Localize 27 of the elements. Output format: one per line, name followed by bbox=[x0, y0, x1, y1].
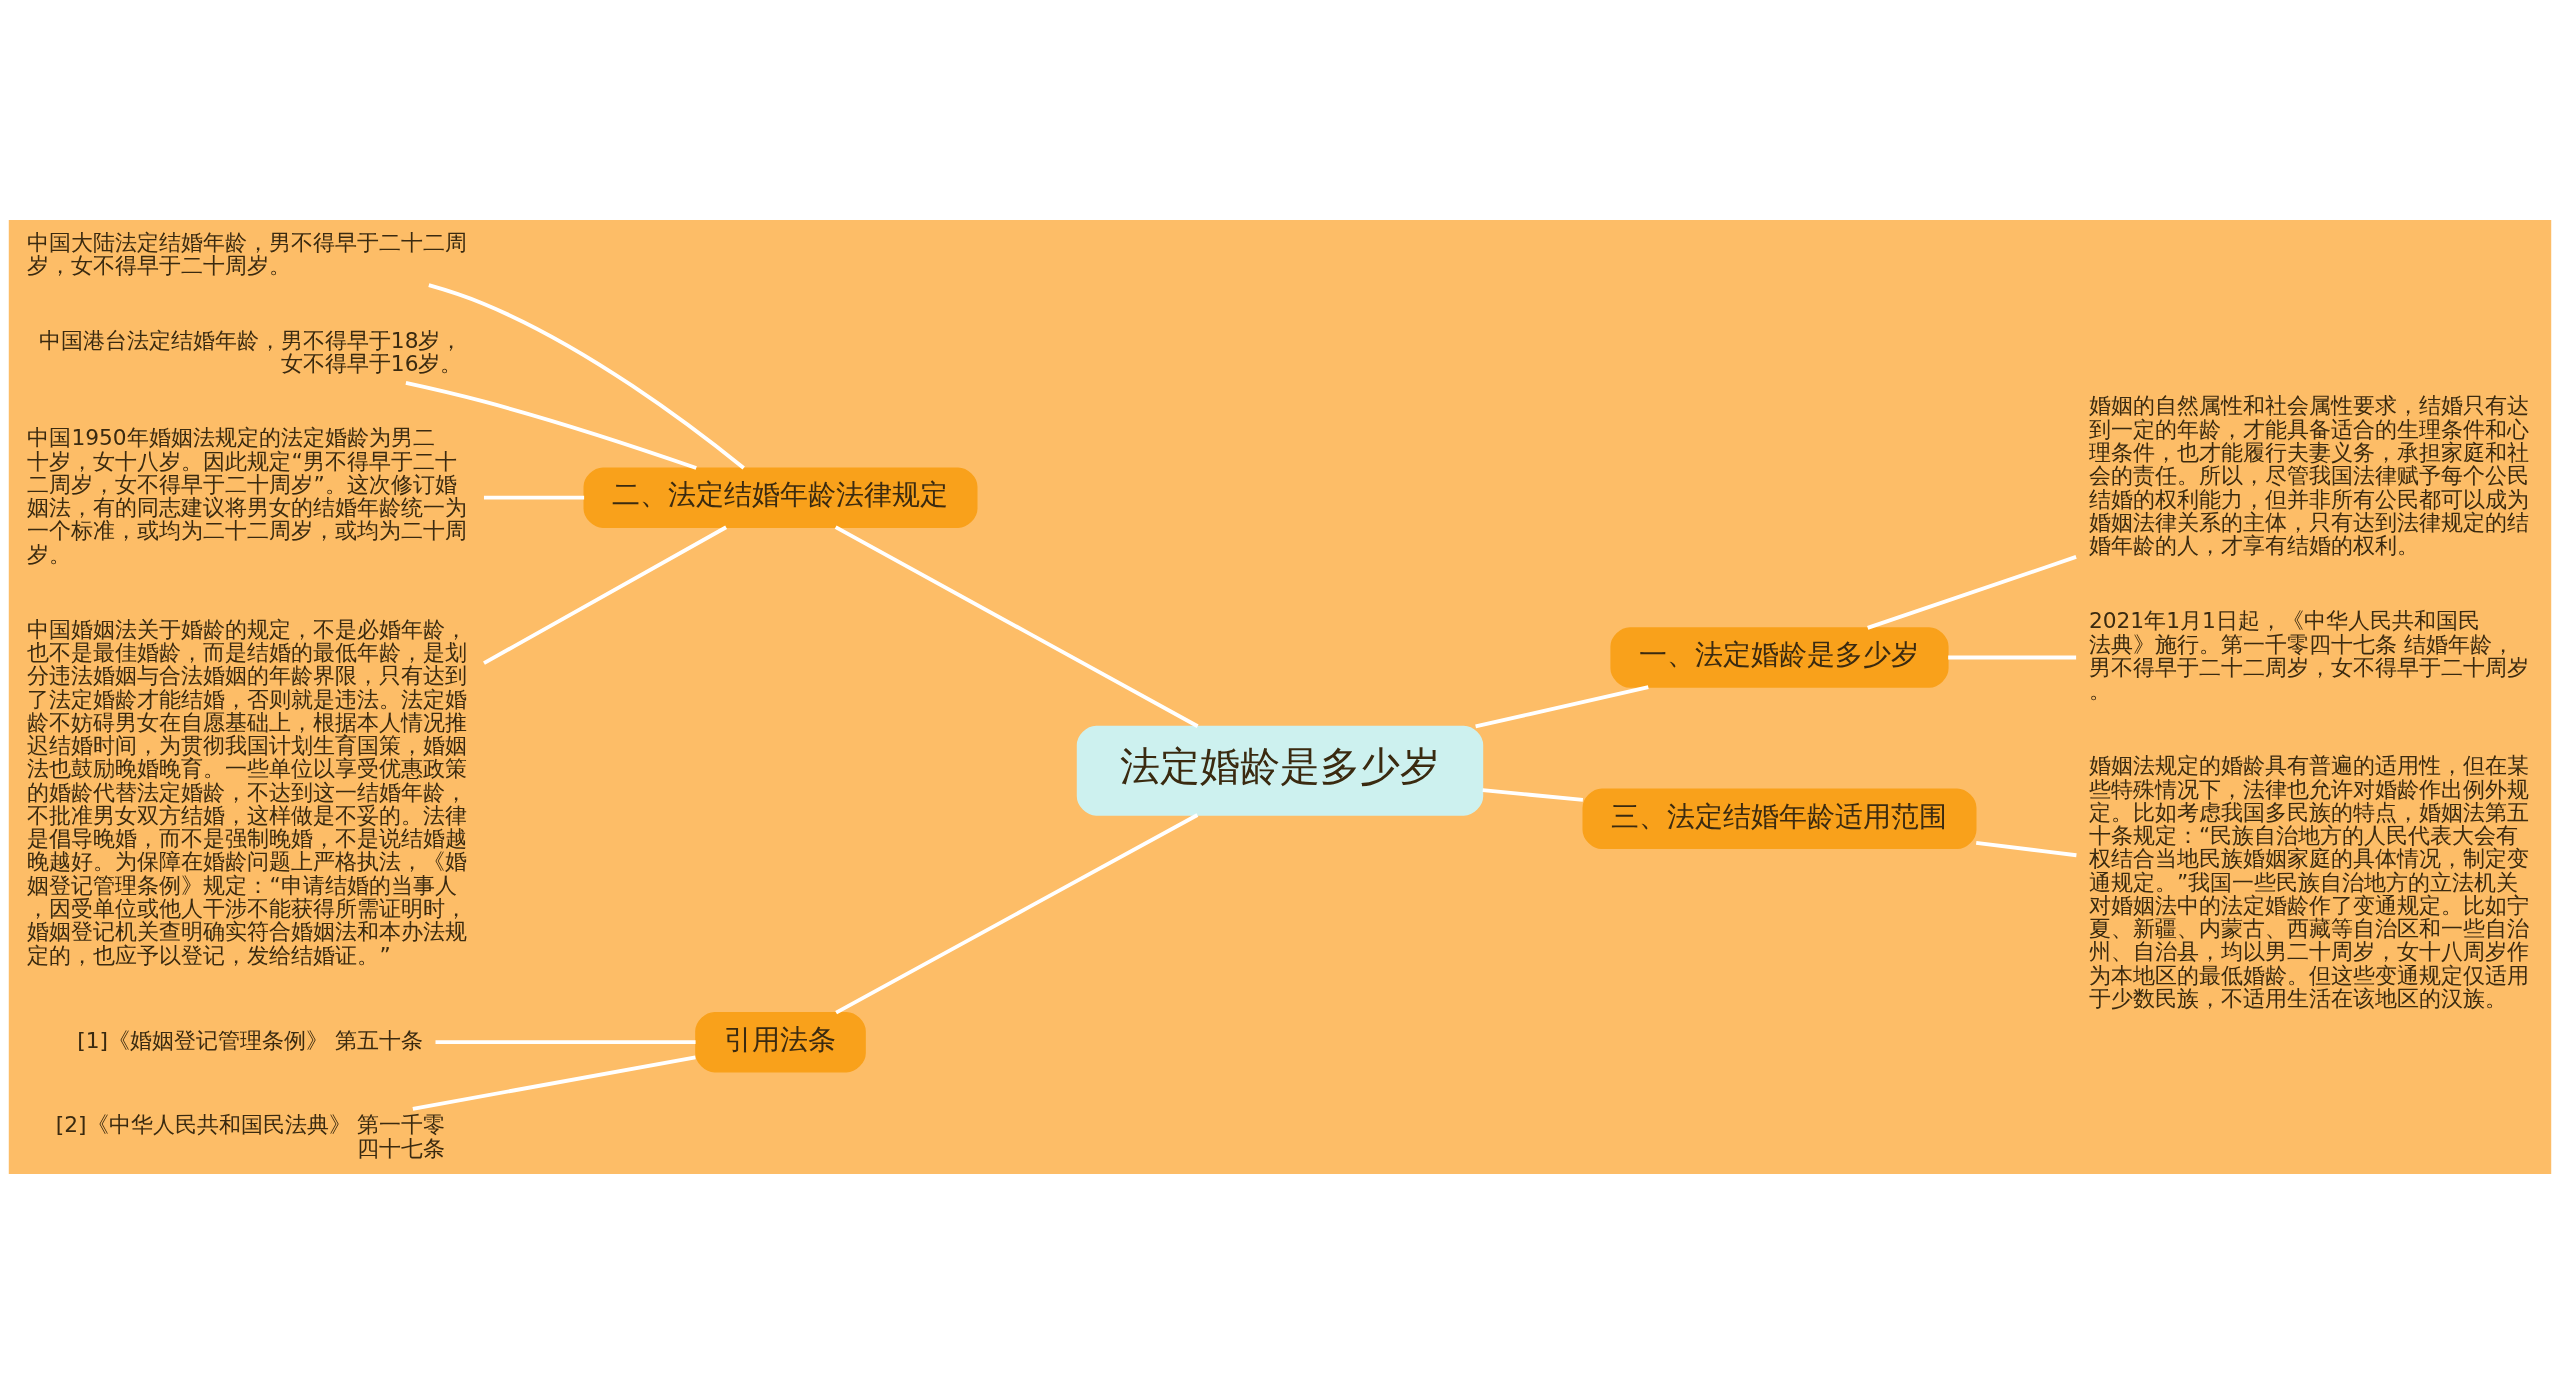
connector bbox=[1867, 555, 2077, 630]
connector bbox=[1482, 788, 1584, 802]
node-text: 2021年1月1日起，《中华人民共和国民法典》施行。第一千零四十七条 结婚年龄，男不得早于二十二周岁，女不得早于二十周岁。 bbox=[2088, 608, 2529, 704]
node-box: 一、法定婚龄是多少岁 bbox=[1610, 627, 1949, 688]
node-text: [2]《中华人民共和国民法典》 第一千零四十七条 bbox=[55, 1112, 446, 1161]
node-box: 二、法定结婚年龄法律规定 bbox=[583, 467, 978, 528]
connector bbox=[1976, 840, 2077, 858]
node-text: 中国婚姻法关于婚龄的规定，不是必婚年龄，也不是最佳婚龄，而是结婚的最低年龄，是划分违法婚姻与合法婚姻的年龄界限，只有达到了法定婚龄才能结婚，否则就是违法。法定婚龄不妨碍男女在自愿基础上，根据本人情况推迟结婚时间，为贯彻我国计划生育国策，婚姻法也鼓励晚婚晚育。一些单位以享受优惠政策的婚龄代替法定婚龄，不达到这一结婚年龄，不批准男女双方结婚，这样做是不妥的。法律是倡导晚婚，而不是强制晚婚，不是说结婚越晚越好。为保障在婚龄问题上严格执法，《婚姻登记管理条例》规定：“申请结婚的当事人，因受单位或他人干涉不能获得所需证明时，婚姻登记机关查明确实符合婚姻法和本办法规定的，也应予以登记，发给结婚证。” bbox=[27, 616, 468, 968]
connector bbox=[412, 1055, 696, 1111]
node-text: 中国大陆法定结婚年龄，男不得早于二十二周岁，女不得早于二十周岁。 bbox=[27, 229, 468, 279]
connector bbox=[835, 813, 1199, 1015]
connector bbox=[435, 1040, 696, 1045]
connector bbox=[428, 283, 745, 470]
connector bbox=[1948, 655, 2077, 660]
node-text: 中国1950年婚姻法规定的法定婚龄为男二十岁，女十八岁。因此规定“男不得早于二十二周岁，女不得早于二十周岁”。这次修订婚姻法，有的同志建议将男女的结婚年龄统一为一个标准，或均为二十二周岁，或均为二十周岁。 bbox=[27, 425, 468, 567]
node-text: 婚姻的自然属性和社会属性要求，结婚只有达到一定的年龄，才能具备适合的生理条件和心理条件，也才能履行夫妻义务，承担家庭和社会的责任。所以，尽管我国法律赋予每个公民结婚的权利能力，但并非所有公民都可以成为婚姻法律关系的主体，只有达到法律规定的结婚年龄的人，才享有结婚的权利。 bbox=[2088, 393, 2529, 559]
connector bbox=[834, 525, 1199, 728]
connector bbox=[1475, 685, 1649, 729]
connector bbox=[484, 495, 585, 500]
connector bbox=[483, 525, 728, 665]
node-text: [1]《婚姻登记管理条例》 第五十条 bbox=[77, 1027, 423, 1053]
node-box: 法定婚龄是多少岁 bbox=[1076, 725, 1484, 816]
connector bbox=[405, 381, 697, 470]
node-box: 引用法条 bbox=[695, 1011, 866, 1073]
node-box: 三、法定结婚年龄适用范围 bbox=[1582, 788, 1977, 849]
node-text: 婚姻法规定的婚龄具有普遍的适用性，但在某些特殊情况下，法律也允许对婚龄作出例外规定。比如考虑我国多民族的特点，婚姻法第五十条规定：“民族自治地方的人民代表大会有权结合当地民族婚姻家庭的具体情况，制定变通规定。”我国一些民族自治地方的立法机关对婚姻法中的法定婚龄作了变通规定。比如宁夏、新疆、内蒙古、西藏等自治区和一些自治州、自治县，均以男二十周岁，女十八周岁作为本地区的最低婚龄。但这些变通规定仅适用于少数民族，不适用生活在该地区的汉族。 bbox=[2088, 753, 2529, 1011]
node-text: 中国港台法定结婚年龄，男不得早于18岁，女不得早于16岁。 bbox=[38, 327, 463, 376]
